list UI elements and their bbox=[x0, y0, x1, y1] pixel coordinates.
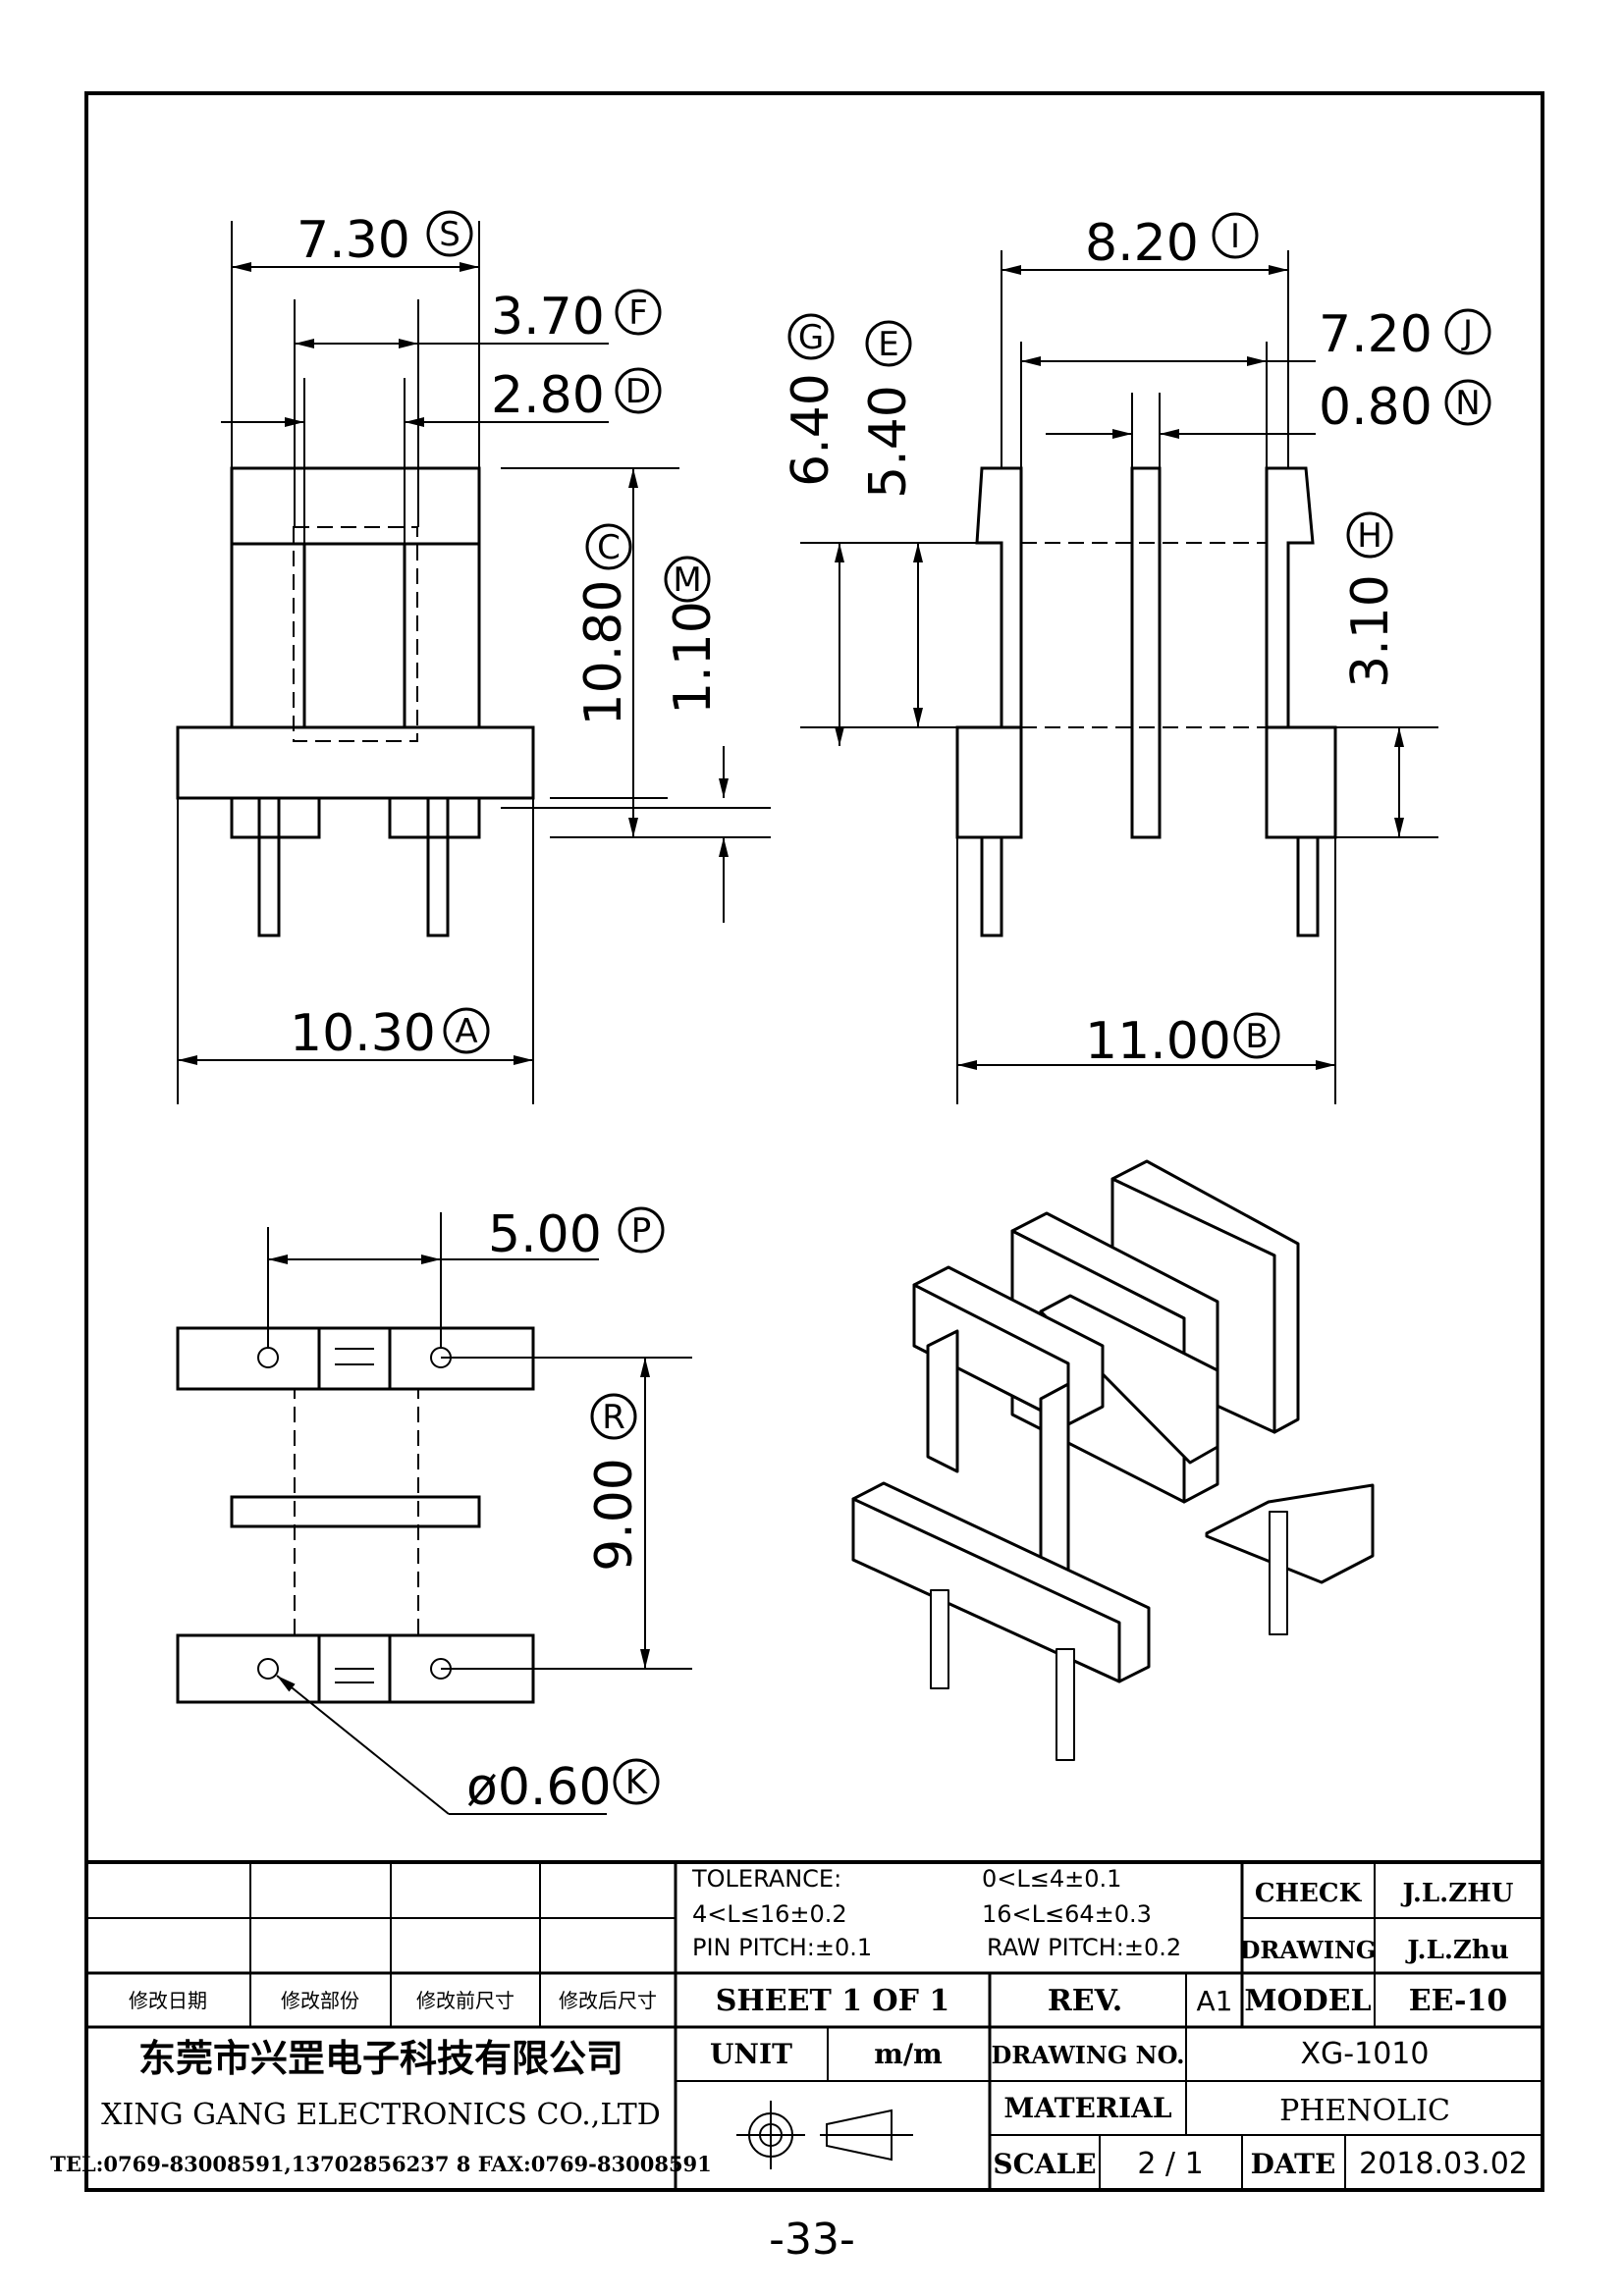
dim-M: M 1.10 bbox=[664, 556, 723, 715]
dim-F: 3.70 F bbox=[491, 288, 662, 347]
svg-text:1.10: 1.10 bbox=[664, 601, 723, 715]
svg-text:J: J bbox=[1461, 313, 1473, 352]
date-value: 2018.03.02 bbox=[1359, 2147, 1528, 2181]
raw-pitch: RAW PITCH:±0.2 bbox=[987, 1934, 1181, 1961]
dim-D: 2.80 D bbox=[491, 366, 662, 425]
svg-text:H: H bbox=[1357, 516, 1382, 556]
dim-R: R 9.00 bbox=[585, 1393, 644, 1572]
tolerance-3: 16<L≤64±0.3 bbox=[982, 1900, 1152, 1928]
scale-value: 2 / 1 bbox=[1137, 2147, 1203, 2181]
svg-text:9.00: 9.00 bbox=[585, 1458, 644, 1572]
dim-P: 5.00 P bbox=[488, 1205, 665, 1264]
tolerance-label: TOLERANCE: bbox=[691, 1865, 841, 1893]
svg-text:K: K bbox=[625, 1763, 649, 1802]
tolerance-1: 0<L≤4±0.1 bbox=[982, 1865, 1121, 1893]
svg-text:ø0.60: ø0.60 bbox=[466, 1758, 612, 1817]
date-label: DATE bbox=[1251, 2148, 1336, 2180]
dim-B: 11.00 B bbox=[1085, 1012, 1280, 1071]
svg-text:3.70: 3.70 bbox=[491, 288, 605, 347]
pin-pitch: PIN PITCH:±0.1 bbox=[692, 1934, 872, 1961]
rev-col-date: 修改日期 bbox=[129, 1989, 207, 2012]
svg-text:B: B bbox=[1245, 1017, 1268, 1056]
svg-text:A: A bbox=[455, 1012, 477, 1051]
unit-value: m/m bbox=[874, 2038, 942, 2070]
svg-text:10.80: 10.80 bbox=[574, 580, 633, 726]
rev-label: REV. bbox=[1048, 1984, 1122, 2018]
svg-text:F: F bbox=[628, 294, 648, 333]
dim-K: ø0.60 K bbox=[466, 1758, 660, 1817]
model-value: EE-10 bbox=[1409, 1984, 1508, 2018]
svg-text:6.40: 6.40 bbox=[782, 373, 840, 487]
svg-text:C: C bbox=[597, 528, 621, 567]
svg-text:M: M bbox=[673, 561, 701, 600]
dim-H: H 3.10 bbox=[1341, 511, 1400, 688]
front-view bbox=[176, 221, 771, 1104]
rev-col-part: 修改部份 bbox=[281, 1989, 359, 2012]
dim-S: 7.30 S bbox=[297, 210, 473, 270]
isometric-view bbox=[851, 1159, 1375, 1761]
svg-text:P: P bbox=[631, 1211, 652, 1251]
company-contact: TEL:0769-83008591,13702856237 8 FAX:0769… bbox=[50, 2152, 712, 2176]
svg-text:5.40: 5.40 bbox=[859, 385, 918, 499]
drawing-label: DRAWING bbox=[1240, 1936, 1377, 1964]
title-block-text: TOLERANCE: 0<L≤4±0.1 4<L≤16±0.2 16<L≤64±… bbox=[50, 1865, 1528, 2181]
svg-text:S: S bbox=[439, 215, 460, 254]
svg-text:5.00: 5.00 bbox=[488, 1205, 602, 1264]
svg-text:G: G bbox=[798, 318, 824, 357]
material-value: PHENOLIC bbox=[1279, 2094, 1450, 2128]
dimension-labels: 7.30 S 3.70 F 2.80 D C 10.80 M 1.10 10.3… bbox=[290, 210, 1491, 1817]
rev-col-before: 修改前尺寸 bbox=[416, 1989, 514, 2012]
svg-text:R: R bbox=[602, 1398, 625, 1437]
svg-text:8.20: 8.20 bbox=[1085, 214, 1199, 273]
company-name-cn: 东莞市兴罡电子科技有限公司 bbox=[138, 2037, 623, 2080]
title-block bbox=[86, 1860, 1543, 2190]
company-name-en: XING GANG ELECTRONICS CO.,LTD bbox=[101, 2098, 661, 2132]
svg-text:2.80: 2.80 bbox=[491, 366, 605, 425]
bottom-view bbox=[176, 1212, 692, 1815]
dim-J: 7.20 J bbox=[1319, 305, 1491, 364]
svg-text:E: E bbox=[878, 325, 898, 364]
scale-label: SCALE bbox=[993, 2148, 1096, 2180]
check-value: J.L.ZHU bbox=[1401, 1879, 1514, 1908]
sheet-number: SHEET 1 OF 1 bbox=[716, 1984, 950, 2018]
rev-col-after: 修改后尺寸 bbox=[559, 1989, 657, 2012]
dim-A: 10.30 A bbox=[290, 1004, 490, 1063]
unit-label: UNIT bbox=[710, 2038, 792, 2070]
svg-text:0.80: 0.80 bbox=[1319, 378, 1433, 437]
model-label: MODEL bbox=[1244, 1984, 1371, 2018]
drawing-border bbox=[84, 91, 1544, 2192]
rev-value: A1 bbox=[1197, 1985, 1233, 2017]
tolerance-2: 4<L≤16±0.2 bbox=[692, 1900, 847, 1928]
dim-G: G 6.40 bbox=[782, 313, 840, 487]
drawing-no-label: DRAWING NO. bbox=[992, 2041, 1185, 2069]
svg-text:11.00: 11.00 bbox=[1085, 1012, 1231, 1071]
svg-text:N: N bbox=[1455, 384, 1480, 423]
page-number: -33- bbox=[769, 2215, 855, 2265]
svg-text:7.30: 7.30 bbox=[297, 211, 410, 270]
dim-E: E 5.40 bbox=[859, 320, 918, 499]
svg-text:I: I bbox=[1230, 217, 1240, 256]
material-label: MATERIAL bbox=[1003, 2092, 1171, 2124]
side-view bbox=[800, 250, 1438, 1104]
drawing-value: J.L.Zhu bbox=[1405, 1936, 1509, 1965]
dim-C: C 10.80 bbox=[574, 523, 633, 726]
drawing-no-value: XG-1010 bbox=[1301, 2037, 1430, 2071]
projection-symbol-icon bbox=[736, 2101, 913, 2169]
dim-I: 8.20 I bbox=[1085, 212, 1259, 273]
check-label: CHECK bbox=[1255, 1879, 1363, 1908]
dim-N: 0.80 N bbox=[1319, 378, 1491, 437]
svg-text:D: D bbox=[625, 372, 651, 411]
svg-text:10.30: 10.30 bbox=[290, 1004, 436, 1063]
svg-text:3.10: 3.10 bbox=[1341, 574, 1400, 688]
svg-text:7.20: 7.20 bbox=[1319, 305, 1433, 364]
